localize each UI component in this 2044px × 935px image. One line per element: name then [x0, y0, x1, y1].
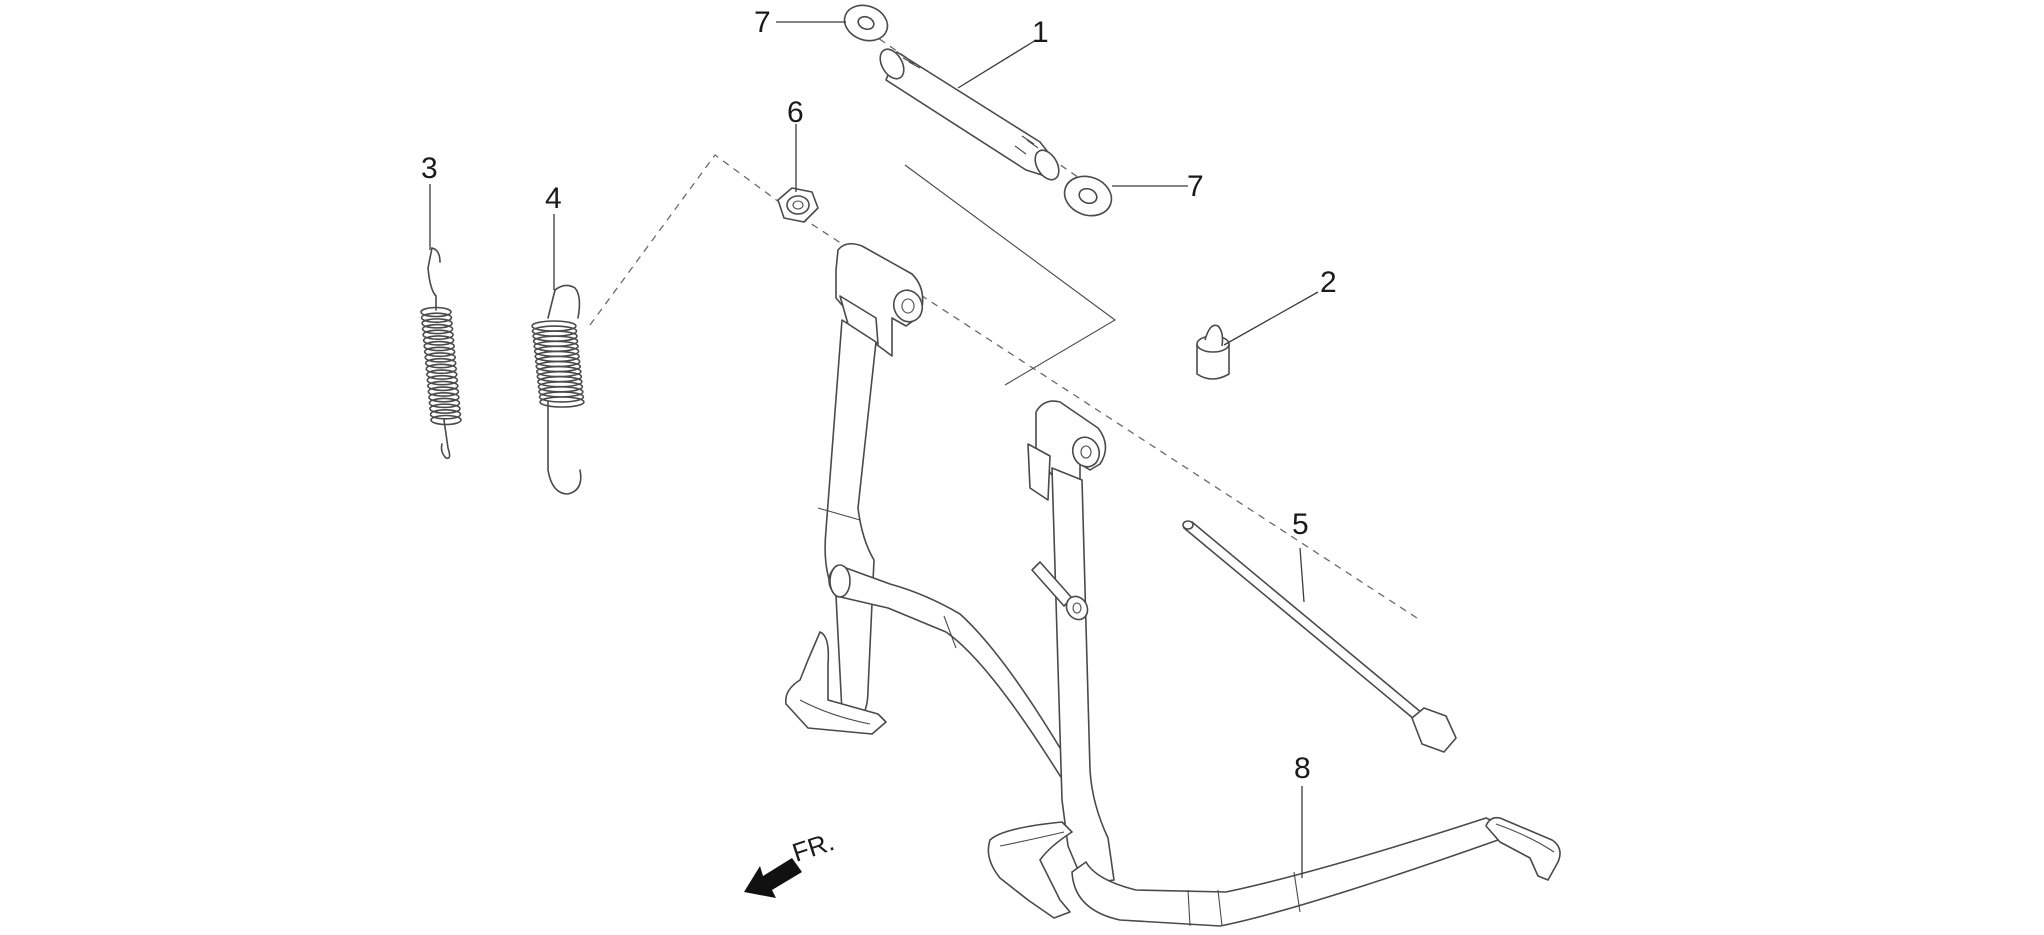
spring-coil: [428, 391, 460, 403]
spring-coil: [420, 312, 453, 323]
spring-coil: [430, 414, 462, 426]
spring-coil: [423, 340, 455, 352]
washer-top: [843, 4, 889, 42]
spring-coil: [425, 363, 458, 375]
spring-coil: [421, 318, 453, 329]
callout-1: 1: [1032, 16, 1049, 49]
leader-2: [1223, 291, 1319, 346]
callout-7-top: 7: [754, 6, 771, 39]
front-direction-indicator: FR.: [744, 826, 838, 898]
callout-7-bottom: 7: [1187, 170, 1204, 203]
spring-coil: [425, 369, 458, 380]
callout-8: 8: [1294, 752, 1311, 785]
leader-1: [957, 39, 1037, 89]
rubber-stopper: [1196, 324, 1230, 380]
spring-coil: [427, 386, 460, 397]
leader-5: [1299, 547, 1305, 603]
spring-coil: [420, 306, 452, 318]
callout-6: 6: [787, 96, 804, 129]
center-stand: [784, 242, 1561, 927]
callout-2: 2: [1320, 266, 1337, 299]
front-direction-label: FR.: [789, 826, 838, 867]
callout-4: 4: [545, 182, 562, 215]
spring-coil: [429, 403, 461, 414]
spring-coil: [429, 409, 462, 420]
return-spring-large: [531, 284, 585, 495]
spring-coil: [423, 346, 456, 358]
spring-coil: [424, 357, 457, 369]
callout-numbers: 1 2 3 4 5 6 7 7 8: [421, 6, 1337, 785]
spring-coil: [421, 323, 454, 335]
lock-nut: [777, 187, 819, 223]
return-spring-small: [420, 247, 462, 460]
callout-3: 3: [421, 152, 438, 185]
leader-lines: [429, 21, 1319, 878]
spring-coil: [422, 335, 455, 346]
callout-5: 5: [1292, 508, 1309, 541]
spring-coil: [424, 352, 457, 363]
spring-coil: [422, 329, 454, 341]
spring-coil: [539, 396, 585, 408]
spring-coil: [427, 380, 459, 392]
washer-bottom: [1063, 175, 1113, 217]
spring-coil: [428, 397, 461, 409]
pivot-shaft: [879, 48, 1060, 181]
front-arrow-icon: [744, 858, 802, 898]
spring-coil: [538, 391, 585, 403]
pivot-bolt: [1182, 520, 1457, 753]
spring-coil: [426, 374, 459, 386]
